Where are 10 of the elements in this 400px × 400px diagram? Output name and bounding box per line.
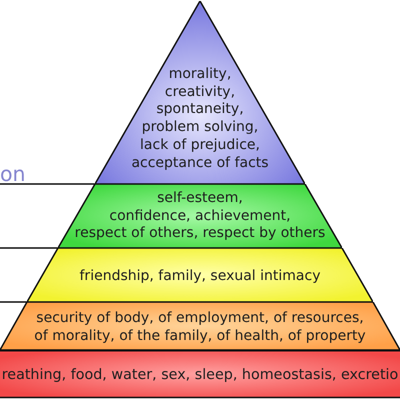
- pyramid-band: [0, 350, 400, 399]
- needs-text: reathing, food, water, sex, sleep, homeostasis, excretio: [2, 367, 398, 385]
- needs-text: security of body, of employment, of resources, of morality, of the family, of health, of property: [34, 310, 366, 346]
- level-label: on: [0, 164, 26, 184]
- needs-text: self-esteem, confidence, achievement, respect of others, respect by others: [74, 190, 326, 244]
- needs-text: morality, creativity, spontaneity, problem solving, lack of prejudice, acceptance of facts: [131, 66, 269, 172]
- pyramid-band: [0, 302, 400, 350]
- pyramid-band: [58, 184, 342, 248]
- needs-text: friendship, family, sexual intimacy: [80, 268, 320, 286]
- pyramid-band: [27, 248, 373, 302]
